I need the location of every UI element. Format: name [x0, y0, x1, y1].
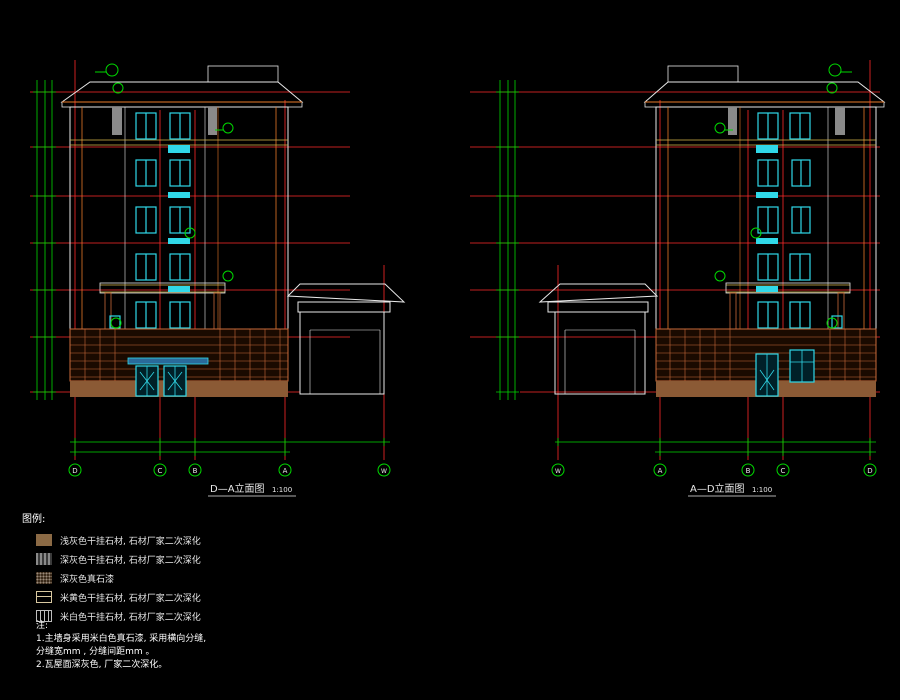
left-title-text: D—A立面图: [210, 482, 265, 495]
notes: 注: 1.主墙身采用米白色真石漆, 采用横向分缝, 分缝宽mm , 分缝间距mm…: [36, 620, 206, 672]
right-axis-label-5: D: [867, 467, 872, 475]
legend-item: 深灰色干挂石材, 石材厂家二次深化: [22, 550, 442, 568]
legend-label: 米黄色干挂石材, 石材厂家二次深化: [60, 593, 201, 604]
legend: 图例: 浅灰色干挂石材, 石材厂家二次深化 深灰色干挂石材, 石材厂家二次深化 …: [22, 510, 442, 626]
left-drawing-title: D—A立面图 1:100: [208, 482, 296, 497]
left-dimension-bottom: [70, 438, 390, 456]
legend-item: 米白色干挂石材, 石材厂家二次深化: [22, 607, 442, 625]
right-drawing-title: A—D立面图 1:100: [688, 482, 776, 497]
left-axis-label-4: A: [283, 467, 288, 475]
legend-swatch-stone-paint: [36, 572, 52, 584]
right-title-scale: 1:100: [752, 486, 772, 494]
legend-label: 浅灰色干挂石材, 石材厂家二次深化: [60, 536, 201, 547]
left-callouts: [95, 63, 234, 329]
legend-swatch-beige-stone: [36, 591, 52, 603]
right-roof: [643, 65, 886, 108]
right-axis-label-3: B: [746, 467, 751, 475]
right-callouts: [714, 63, 852, 329]
left-axis-label-1: D: [72, 467, 77, 475]
legend-title: 图例:: [22, 514, 46, 525]
left-brick-base: [69, 328, 289, 397]
left-axis-label-5: W: [381, 468, 387, 475]
left-garage-wing: [286, 283, 406, 395]
left-building-body: [69, 106, 289, 330]
legend-swatch-off-white-stone: [36, 610, 52, 622]
legend-label: 米白色干挂石材, 石材厂家二次深化: [60, 612, 201, 623]
left-axis-label-2: C: [158, 467, 163, 475]
right-elevation: W A B C D A—D立面图 1:100: [470, 60, 886, 497]
right-garage-wing: [538, 283, 659, 395]
left-axis-bubbles: D C B A W: [68, 463, 391, 477]
legend-label: 深灰色真石漆: [60, 574, 115, 585]
left-title-scale: 1:100: [272, 486, 292, 494]
left-elevation: D C B A W D—A立面图 1:100: [30, 60, 406, 497]
right-axis-label-4: C: [781, 467, 786, 475]
legend-swatch-dark-gray-stone: [36, 553, 52, 565]
right-brick-base: [655, 328, 877, 397]
right-axis-label-2: A: [658, 467, 663, 475]
right-dimension-bottom: [555, 438, 876, 456]
notes-line-1: 1.主墙身采用米白色真石漆, 采用横向分缝,: [36, 634, 207, 644]
right-axis-lines: [557, 60, 871, 460]
right-dimension-column: [496, 80, 519, 400]
legend-item: 深灰色真石漆: [22, 569, 442, 587]
legend-item: 米黄色干挂石材, 石材厂家二次深化: [22, 588, 442, 606]
left-windows: [109, 112, 191, 329]
right-building-body: [655, 106, 877, 330]
right-axis-bubbles: W A B C D: [551, 463, 877, 477]
notes-line-3: 2.瓦屋面深灰色, 厂家二次深化。: [36, 660, 168, 670]
legend-swatch-light-gray-stone: [36, 534, 52, 546]
right-axis-label-1: W: [555, 468, 561, 475]
notes-line-2: 分缝宽mm , 分缝间距mm 。: [36, 647, 155, 657]
left-axis-label-3: B: [193, 467, 198, 475]
legend-label: 深灰色干挂石材, 石材厂家二次深化: [60, 555, 201, 566]
left-dimension-column: [33, 80, 56, 400]
notes-title: 注:: [36, 621, 49, 631]
legend-item: 浅灰色干挂石材, 石材厂家二次深化: [22, 531, 442, 549]
right-windows: [757, 112, 843, 329]
right-title-text: A—D立面图: [690, 482, 745, 495]
